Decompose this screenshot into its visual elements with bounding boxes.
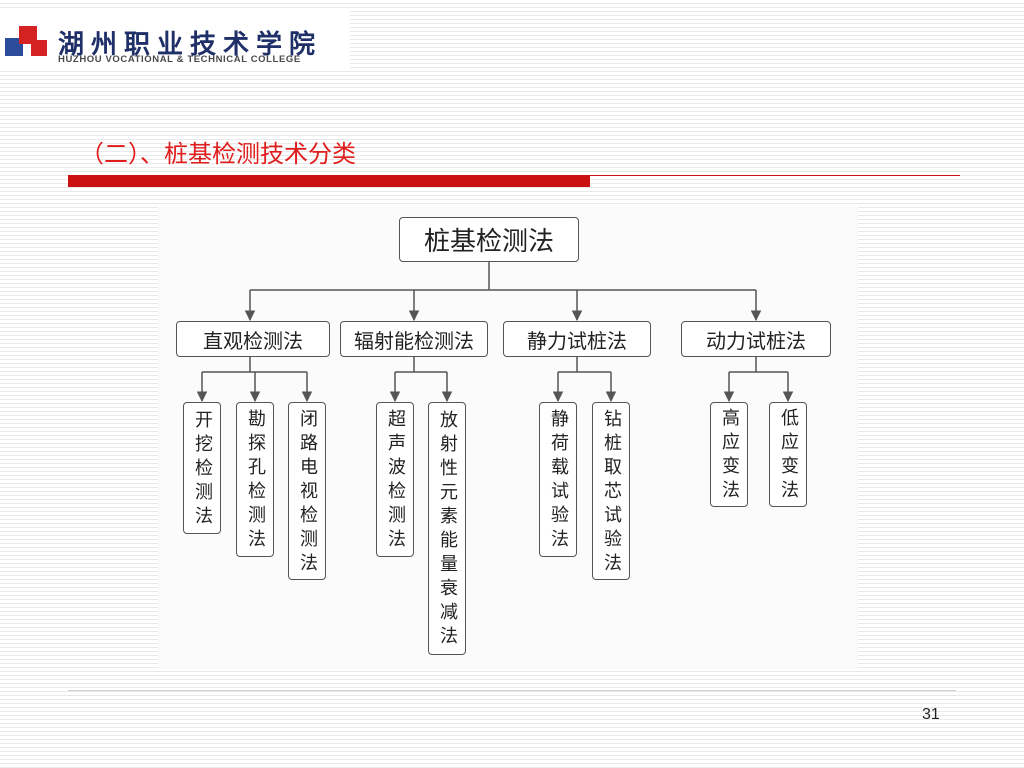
diagram-connectors [196, 262, 794, 403]
leaf-node-core-drilling-test: 钻桩取芯试验法 [592, 402, 630, 580]
leaf-node-excavation: 开挖检测法 [183, 402, 221, 534]
leaf-node-static-loading-test: 静荷载试验法 [539, 402, 577, 557]
college-name-english: HUZHOU VOCATIONAL & TECHNICAL COLLEGE [58, 54, 301, 65]
footer-divider [68, 690, 956, 691]
page-number: 31 [922, 706, 940, 723]
title-underline-thick [68, 175, 590, 187]
category-node-dynamic-load-test: 动力试桩法 [681, 321, 831, 357]
leaf-node-low-strain: 低应变法 [769, 402, 807, 507]
leaf-node-high-strain: 高应变法 [710, 402, 748, 507]
leaf-node-radioactive-attenuation: 放射性元素能量衰减法 [428, 402, 466, 655]
root-node-pile-testing-methods: 桩基检测法 [399, 217, 579, 262]
college-emblem-icon [5, 26, 47, 56]
category-node-visual-inspection: 直观检测法 [176, 321, 330, 357]
college-name-chinese: 湖州职业技术学院 [58, 30, 323, 60]
title-underline-thin [590, 175, 960, 176]
slide-title: （二）、桩基检测技术分类 [80, 140, 356, 168]
pile-testing-classification-diagram: 桩基检测法 直观检测法 辐射能检测法 静力试桩法 动力试桩法 开挖检测法 勘探孔… [158, 207, 858, 669]
leaf-node-ultrasonic: 超声波检测法 [376, 402, 414, 557]
leaf-node-exploration-hole: 勘探孔检测法 [236, 402, 274, 557]
college-logo: 湖州职业技术学院 HUZHOU VOCATIONAL & TECHNICAL C… [0, 10, 350, 68]
leaf-node-cctv: 闭路电视检测法 [288, 402, 326, 580]
category-node-radiation-energy: 辐射能检测法 [340, 321, 488, 357]
category-node-static-load-test: 静力试桩法 [503, 321, 651, 357]
